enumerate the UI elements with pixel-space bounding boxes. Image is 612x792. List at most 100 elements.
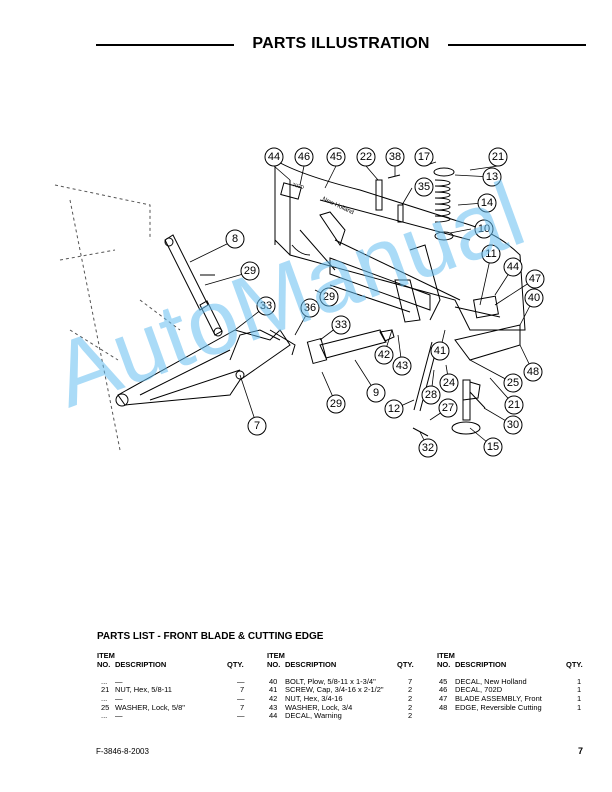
svg-text:9: 9 [373, 387, 379, 399]
parts-row: 47 BLADE ASSEMBLY, Front 1 [439, 693, 582, 703]
callout-40: 40 [524, 288, 544, 308]
svg-text:28: 28 [425, 389, 437, 401]
parts-column-1: ITEM NO. DESCRIPTION QTY. ... — — 21 NUT… [97, 651, 247, 721]
bolt-38 [387, 174, 401, 179]
svg-text:29: 29 [330, 398, 342, 410]
svg-text:43: 43 [396, 360, 408, 372]
svg-text:15: 15 [487, 441, 499, 453]
col-header-description: DESCRIPTION [115, 659, 167, 669]
svg-text:8: 8 [232, 233, 238, 245]
callout-29b: 29 [319, 287, 339, 307]
svg-text:29: 29 [244, 265, 256, 277]
callout-46: 46 [294, 147, 314, 167]
callout-30: 30 [503, 415, 523, 435]
svg-text:42: 42 [378, 349, 390, 361]
svg-text:24: 24 [443, 377, 455, 389]
pin-22 [375, 179, 383, 211]
svg-text:40: 40 [528, 292, 540, 304]
tractor-outline-dashed [54, 184, 181, 451]
callout-36: 36 [300, 298, 320, 318]
callout-43: 43 [392, 356, 412, 376]
callout-44: 44 [264, 147, 284, 167]
callout-47: 47 [525, 269, 545, 289]
callout-21: 21 [488, 147, 508, 167]
svg-text:17: 17 [418, 151, 430, 163]
cotter-pin-32 [412, 427, 429, 437]
svg-text:36: 36 [304, 302, 316, 314]
callout-10: 10 [474, 219, 494, 239]
callout-32: 32 [418, 438, 438, 458]
callout-13: 13 [482, 167, 502, 187]
svg-text:35: 35 [418, 181, 430, 193]
svg-text:44: 44 [268, 151, 280, 163]
callout-15: 15 [483, 437, 503, 457]
parts-row: ... — — [101, 693, 245, 703]
parts-list-title: PARTS LIST - FRONT BLADE & CUTTING EDGE [97, 631, 324, 642]
parts-row: 21 NUT, Hex, 5/8-11 7 [101, 685, 245, 695]
skid-shoe-15 [451, 379, 481, 435]
svg-text:25: 25 [507, 377, 519, 389]
svg-text:10: 10 [478, 223, 490, 235]
a-frame-7 [115, 329, 296, 407]
svg-text:41: 41 [434, 345, 446, 357]
col-header-no: NO. [97, 659, 111, 669]
svg-text:48: 48 [527, 366, 539, 378]
callout-7: 7 [247, 416, 267, 436]
parts-row: 40 BOLT, Plow, 5/8-11 x 1-3/4" 7 [269, 676, 413, 686]
parts-row: ... — — [101, 676, 245, 686]
parts-diagram: New Holland 702D 44 46 45 22 38 17 21 13… [54, 147, 545, 458]
svg-text:27: 27 [442, 402, 454, 414]
callout-29a: 29 [240, 261, 260, 281]
parts-row: ... — — [101, 711, 245, 721]
callout-22: 22 [356, 147, 376, 167]
svg-text:46: 46 [298, 151, 310, 163]
page-number: 7 [578, 746, 584, 756]
svg-text:33: 33 [335, 319, 347, 331]
hydraulic-cylinder-8 [164, 234, 223, 337]
callout-12: 12 [384, 399, 404, 419]
callout-25: 25 [503, 373, 523, 393]
svg-text:30: 30 [507, 419, 519, 431]
callout-14: 14 [477, 193, 497, 213]
parts-row: 46 DECAL, 702D 1 [439, 685, 582, 695]
svg-text:32: 32 [422, 442, 434, 454]
callout-33b: 33 [331, 315, 351, 335]
callout-11: 11 [481, 244, 501, 264]
hydraulic-cylinder-9 [306, 329, 395, 365]
col-header-item: ITEM [97, 651, 115, 660]
parts-row: 25 WASHER, Lock, 5/8" 7 [101, 702, 245, 712]
parts-column-3: ITEM NO. DESCRIPTION QTY. 45 DECAL, New … [437, 651, 587, 712]
callout-48: 48 [523, 362, 543, 382]
svg-text:29: 29 [323, 291, 335, 303]
pin-11 [454, 306, 501, 318]
callout-33a: 33 [256, 296, 276, 316]
header-rule-left [96, 44, 234, 46]
callout-29c: 29 [326, 394, 346, 414]
svg-text:7: 7 [254, 420, 260, 432]
svg-text:12: 12 [388, 403, 400, 415]
svg-text:11: 11 [485, 248, 496, 260]
callout-35: 35 [414, 177, 434, 197]
callout-21b: 21 [504, 395, 524, 415]
callout-9: 9 [366, 383, 386, 403]
svg-text:38: 38 [389, 151, 401, 163]
callout-8: 8 [225, 229, 245, 249]
header-rule-right [448, 44, 586, 46]
svg-text:44: 44 [507, 261, 519, 273]
callout-38: 38 [385, 147, 405, 167]
parts-row: 41 SCREW, Cap, 3/4-16 x 2-1/2" 2 [269, 685, 413, 695]
decal-model-text: 702D [291, 182, 304, 191]
pin-35 [397, 204, 404, 223]
parts-row: 45 DECAL, New Holland 1 [439, 676, 582, 686]
svg-text:22: 22 [360, 151, 372, 163]
callout-28: 28 [421, 385, 441, 405]
callout-44b: 44 [503, 257, 523, 277]
spring [433, 167, 455, 241]
svg-text:13: 13 [486, 171, 498, 183]
svg-text:21: 21 [492, 151, 504, 163]
callout-17: 17 [414, 147, 434, 167]
page-header: PARTS ILLUSTRATION [96, 34, 586, 54]
svg-text:33: 33 [260, 300, 272, 312]
svg-text:21: 21 [508, 399, 520, 411]
parts-column-2: ITEM NO. DESCRIPTION QTY. 40 BOLT, Plow,… [267, 651, 417, 721]
